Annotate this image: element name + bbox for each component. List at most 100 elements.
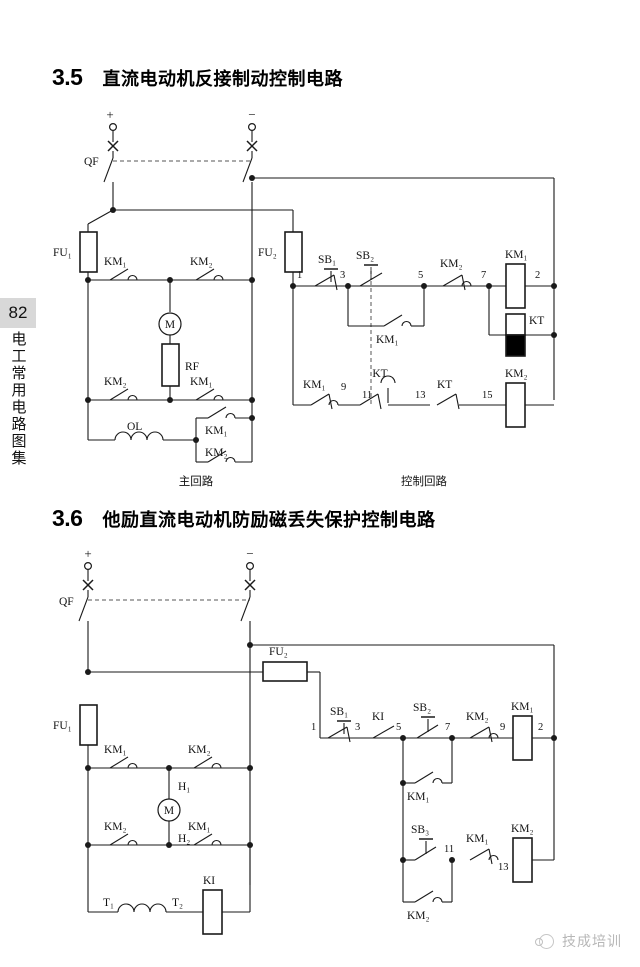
contact-km1-main-row1: KM₁ <box>104 744 138 769</box>
contact-label: KM₁ <box>205 425 228 437</box>
node-label-2: 2 <box>538 722 543 733</box>
node-label-11: 11 <box>362 390 372 401</box>
contact-km1-rung2: KM₁ <box>303 379 339 410</box>
supply-negative-label: − <box>248 107 255 122</box>
contact-label: KM₁ <box>104 744 127 756</box>
contact-km2-main-row2: KM₂ <box>104 376 138 401</box>
node-label-3: 3 <box>340 270 345 281</box>
contact-km2-control: KM₂ <box>466 711 499 743</box>
fuse-fu2-label: FU₂ <box>269 646 288 658</box>
subcaption-main-circuit: 主回路 <box>179 474 214 488</box>
watermark-text: 技成培训 <box>562 933 622 949</box>
section-title: 他励直流电动机防励磁丢失保护控制电路 <box>102 510 436 530</box>
section-heading-3-6: 3.6 他励直流电动机防励磁丢失保护控制电路 <box>52 505 435 532</box>
pushbutton-sb1: SB₁ <box>327 706 351 743</box>
relay-ki-label: KI <box>203 875 215 887</box>
pushbutton-sb3: SB₃ <box>411 824 437 861</box>
field-winding-coil: T₁ T₂ <box>103 897 183 913</box>
node-label-15: 15 <box>482 390 493 401</box>
pushbutton-sb2: SB₂ <box>356 250 383 287</box>
schematic-svg-3-5: + − QF FU₁ FU₂ <box>53 107 557 488</box>
coil-kt-label: KT <box>529 315 544 327</box>
contact-label: KM₂ <box>104 376 127 388</box>
contact-label: KM₁ <box>104 256 127 268</box>
contact-label: KM₂ <box>104 821 127 833</box>
junction-dot <box>247 765 253 771</box>
contact-kt-timed: KT 11 <box>359 368 396 410</box>
motor-label: M <box>164 805 174 817</box>
fuse-fu1-body <box>79 231 98 273</box>
contact-label: KM₂ <box>407 910 430 922</box>
contact-label: KM₂ <box>466 711 489 723</box>
contact-label: KM₂ <box>440 258 463 270</box>
motor-terminal-h2: H₂ <box>178 833 190 845</box>
book-title-vertical: 电工常用电路图集 <box>9 331 27 467</box>
fuse-fu2-body <box>284 231 303 273</box>
contact-km2-sealin: KM₂ <box>407 890 443 922</box>
junction-dot <box>551 283 557 289</box>
contact-label: KM₂ <box>205 447 228 459</box>
terminal-positive <box>108 123 117 132</box>
contact-km1-sealin: KM₁ <box>407 771 443 803</box>
schematic-svg-3-6: + − QF FU₂ FU₁ <box>53 546 557 935</box>
motor-label: M <box>165 319 175 331</box>
coil-km2-label: KM₂ <box>505 368 528 380</box>
contact-km2-main-row1: KM₂ <box>190 256 224 281</box>
contact-km2-bypass: KM₂ <box>205 447 252 463</box>
pushbutton-sb1: SB₁ <box>314 254 338 291</box>
resistor-rf-label: RF <box>185 361 199 373</box>
coil-km1-label: KM₁ <box>511 701 534 713</box>
motor-terminal-h1: H₁ <box>178 781 190 793</box>
section-heading-3-5: 3.5 直流电动机反接制动控制电路 <box>52 64 343 91</box>
node-label-5: 5 <box>418 270 423 281</box>
breaker-label-qf: QF <box>84 156 99 168</box>
node-label-5: 5 <box>396 722 401 733</box>
contact-label: KI <box>372 711 384 723</box>
coil-km1-body <box>512 715 533 761</box>
contact-label: KM₁ <box>190 376 213 388</box>
contact-label: KM₁ <box>466 833 489 845</box>
pushbutton-label: SB₁ <box>330 706 348 718</box>
contact-label: KM₁ <box>376 334 399 346</box>
contact-km1-sealin: KM₁ <box>376 314 412 346</box>
node-label-3: 3 <box>355 722 360 733</box>
contact-km2-control: KM₂ <box>440 258 472 291</box>
node-label-2: 2 <box>535 270 540 281</box>
node-label-11: 11 <box>444 844 454 855</box>
pushbutton-label: SB₁ <box>318 254 336 266</box>
fuse-fu1-label: FU₁ <box>53 247 72 259</box>
fuse-fu1-body <box>79 704 98 746</box>
pushbutton-label: SB₂ <box>413 702 431 714</box>
coil-km2-body <box>505 382 526 428</box>
contact-km1-main-row1: KM₁ <box>104 256 138 281</box>
supply-positive-label: + <box>106 107 113 122</box>
contact-km1-main-row2: KM₁ <box>190 376 224 401</box>
coil-km1-body <box>505 263 526 309</box>
junction-dot <box>166 842 172 848</box>
coil-kt-timer: KT <box>505 313 544 357</box>
contact-ki: KI <box>372 711 395 739</box>
circuit-diagram-3-6: + − QF FU₂ FU₁ <box>0 540 640 950</box>
node-label-13: 13 <box>415 390 426 401</box>
contact-label: KM₂ <box>188 744 211 756</box>
field-terminal-t1: T₁ <box>103 897 114 909</box>
contact-label: KM₂ <box>190 256 213 268</box>
terminal-positive <box>83 562 92 571</box>
resistor-rf-body <box>161 343 180 387</box>
contact-km1-bypass: KM₁ <box>205 406 252 437</box>
contact-label: KM₁ <box>407 791 430 803</box>
junction-dot <box>551 332 557 338</box>
pushbutton-sb2: SB₂ <box>413 702 439 739</box>
node-label-13: 13 <box>498 862 509 873</box>
section-number: 3.6 <box>52 505 83 531</box>
overload-coil-ol: OL <box>114 421 164 441</box>
contact-km2-main-row1: KM₂ <box>188 744 222 769</box>
coil-km2-body <box>512 837 533 883</box>
contact-label: KT <box>437 379 452 391</box>
contact-km2-main-row2: KM₂ <box>104 821 138 846</box>
contact-km1-main-row2: KM₁ <box>188 821 222 846</box>
fuse-fu1-label: FU₁ <box>53 720 72 732</box>
pushbutton-label: SB₃ <box>411 824 429 836</box>
section-number: 3.5 <box>52 64 83 90</box>
